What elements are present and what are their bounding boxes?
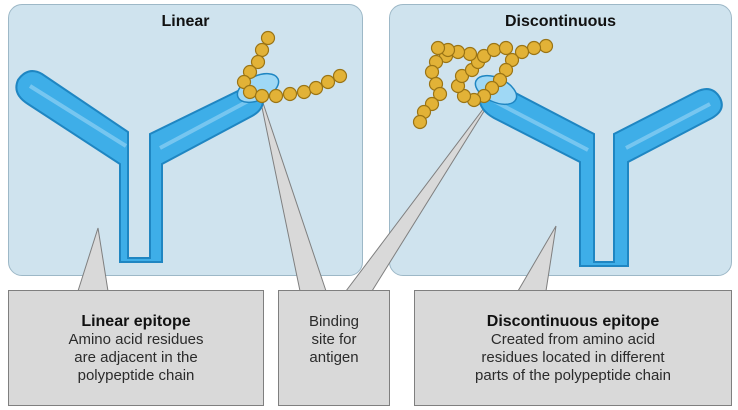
amino-acid-bead	[262, 32, 275, 45]
amino-acid-bead	[256, 44, 269, 57]
binding-site-line-3: antigen	[279, 349, 389, 367]
amino-acid-bead	[270, 90, 283, 103]
amino-acid-bead	[426, 66, 439, 79]
linear-epitope-pointer	[78, 228, 108, 291]
amino-acid-bead	[500, 42, 513, 55]
discontinuous-epitope-heading: Discontinuous epitope	[415, 313, 731, 331]
discontinuous-epitope-line-2: residues located in different	[415, 349, 731, 367]
linear-epitope-line-2: are adjacent in the	[9, 349, 263, 367]
linear-epitope-heading: Linear epitope	[9, 313, 263, 331]
binding-site-pointer-left	[258, 88, 326, 291]
amino-acid-bead	[464, 48, 477, 61]
amino-acid-bead	[432, 42, 445, 55]
linear-epitope-line-3: polypeptide chain	[9, 367, 263, 385]
linear-epitope-callout: Linear epitope Amino acid residues are a…	[8, 290, 264, 406]
amino-acid-bead	[310, 82, 323, 95]
amino-acid-bead	[244, 86, 257, 99]
binding-site-line-1: Binding	[279, 313, 389, 331]
linear-antibody	[16, 68, 283, 262]
binding-site-line-2: site for	[279, 331, 389, 349]
binding-site-callout: Binding site for antigen	[278, 290, 390, 406]
discontinuous-antibody	[471, 70, 722, 266]
amino-acid-bead	[528, 42, 541, 55]
amino-acid-bead	[284, 88, 297, 101]
discontinuous-epitope-line-3: parts of the polypeptide chain	[415, 367, 731, 385]
discontinuous-epitope-line-1: Created from amino acid	[415, 331, 731, 349]
amino-acid-bead	[414, 116, 427, 129]
amino-acid-bead	[540, 40, 553, 53]
amino-acid-bead	[488, 44, 501, 57]
linear-epitope-line-1: Amino acid residues	[9, 331, 263, 349]
amino-acid-bead	[256, 90, 269, 103]
amino-acid-bead	[334, 70, 347, 83]
amino-acid-bead	[298, 86, 311, 99]
linear-amino-acid-chain	[238, 32, 347, 103]
discontinuous-epitope-callout: Discontinuous epitope Created from amino…	[414, 290, 732, 406]
discontinuous-epitope-pointer	[518, 226, 556, 291]
amino-acid-bead	[322, 76, 335, 89]
